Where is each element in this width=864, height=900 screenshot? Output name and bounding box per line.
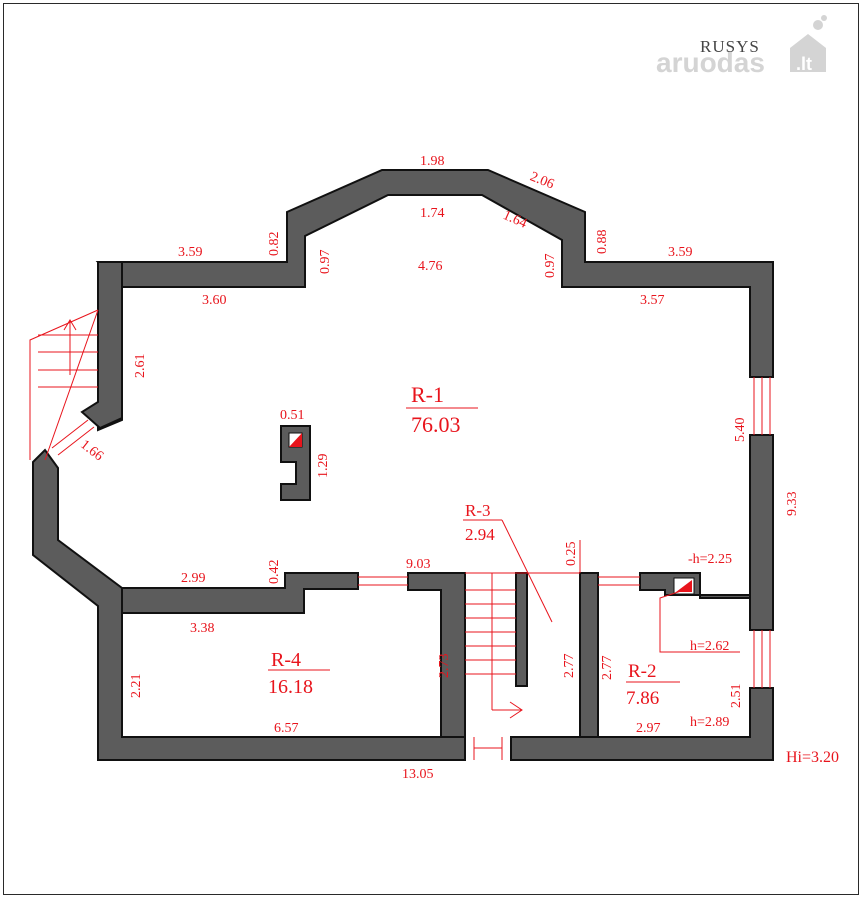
dim-r4-right: 2.73 xyxy=(437,654,452,679)
dim-r4-bottom: 6.57 xyxy=(274,721,299,736)
room-r4-area: 16.18 xyxy=(268,676,313,698)
wall-stair-divider xyxy=(515,572,528,687)
dim-left-step-outer: 0.82 xyxy=(267,232,282,257)
logo-bottom-text: aruodas xyxy=(656,47,765,78)
dim-r1-bottom-left: 2.99 xyxy=(181,571,206,586)
wall-top-right xyxy=(95,169,774,378)
dim-r1-bottom-step: 0.42 xyxy=(267,560,282,585)
dim-top-left-inner: 3.60 xyxy=(202,293,227,308)
room-r4-code: R-4 xyxy=(271,649,301,671)
dim-right-outer-total: 9.33 xyxy=(785,492,800,517)
dim-chimney-width: 0.51 xyxy=(280,408,305,423)
dim-right-inner-wall: 5.40 xyxy=(733,418,748,443)
dim-r3-right: 2.77 xyxy=(562,654,577,679)
wall-r2-top xyxy=(639,572,751,599)
vent-flue-mark xyxy=(676,580,692,592)
logo-smoke-icon-small xyxy=(821,15,827,21)
dim-r2-h-top: h=2.62 xyxy=(690,639,729,654)
room-r1-area: 76.03 xyxy=(411,412,461,437)
dim-r2-h-bottom: h=2.89 xyxy=(690,715,729,730)
dim-r2-right: 2.51 xyxy=(729,684,744,709)
dim-top-center-inner: 1.74 xyxy=(420,206,445,221)
dim-r2-left: 2.77 xyxy=(600,656,615,681)
room-r2-area: 7.86 xyxy=(626,688,659,709)
wall-right-bottom xyxy=(510,687,774,761)
dim-total-width: 13.05 xyxy=(402,767,434,782)
logo-smoke-icon xyxy=(813,20,823,30)
dim-right-step-outer: 0.88 xyxy=(595,230,610,255)
dim-top-right-outer: 3.59 xyxy=(668,245,693,260)
aruodas-logo: RUSYS aruodas .lt xyxy=(656,15,827,78)
dim-r2-ceiling: -h=2.25 xyxy=(688,552,732,567)
chimney-flue-mark xyxy=(289,433,302,447)
room-r3-code: R-3 xyxy=(465,501,491,520)
dim-left-diag: 1.66 xyxy=(77,437,106,464)
drawing-frame xyxy=(3,3,859,895)
dim-r1-bottom-width: 9.03 xyxy=(406,557,431,572)
wall-right-middle xyxy=(749,434,774,631)
dim-r2-bottom: 2.97 xyxy=(636,721,661,736)
logo-top-text: RUSYS xyxy=(700,37,760,56)
dim-left-step-inner: 0.97 xyxy=(318,250,333,275)
wall-left-lower xyxy=(32,448,466,761)
wall-left-upper-post xyxy=(80,261,123,430)
room-r3-area: 2.94 xyxy=(465,525,495,544)
room-r1-code: R-1 xyxy=(411,382,444,407)
wall-r3-right xyxy=(579,572,599,738)
dim-top-right-inner: 3.57 xyxy=(640,293,665,308)
wall-r1-bottom-left xyxy=(121,572,359,614)
dim-bay-depth: 4.76 xyxy=(418,259,443,274)
dim-r4-top: 3.38 xyxy=(190,621,215,636)
chimney xyxy=(280,425,311,501)
dim-left-upper: 2.61 xyxy=(133,354,148,379)
dim-top-left-outer: 3.59 xyxy=(178,245,203,260)
dim-top-center-outer: 1.98 xyxy=(420,154,445,169)
logo-tld-text: .lt xyxy=(796,54,812,74)
room-r2-code: R-2 xyxy=(628,661,657,682)
dim-height-total: Hi=3.20 xyxy=(786,749,839,766)
dim-r4-left: 2.21 xyxy=(129,674,144,699)
detail-lines xyxy=(29,309,771,760)
dim-chimney-height: 1.29 xyxy=(316,454,331,479)
dim-right-step-inner: 0.97 xyxy=(543,254,558,279)
dim-r3-gap: 0.25 xyxy=(564,542,579,567)
walls xyxy=(32,169,774,761)
logo-house-icon xyxy=(790,34,826,72)
